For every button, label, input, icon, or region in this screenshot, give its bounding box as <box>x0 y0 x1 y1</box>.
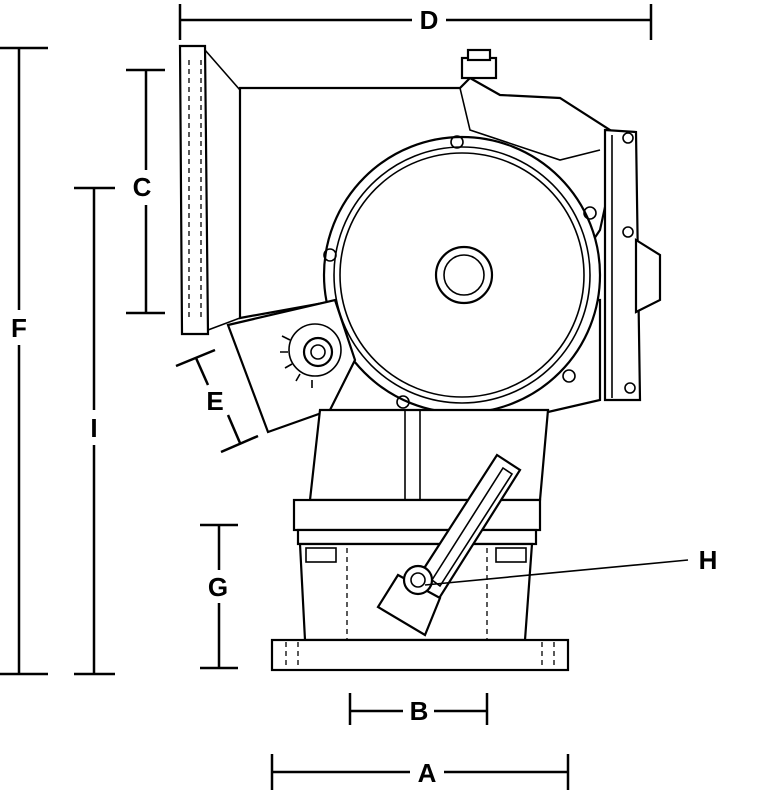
label-g: G <box>208 572 228 602</box>
dimension-e: E <box>175 348 259 454</box>
label-c: C <box>133 172 152 202</box>
label-b: B <box>410 696 429 726</box>
label-e: E <box>206 386 223 416</box>
base-flange <box>270 638 570 672</box>
callout-h: H <box>424 545 718 586</box>
stem <box>308 408 550 502</box>
top-fitting <box>460 48 498 80</box>
side-cover <box>603 128 662 402</box>
main-housing <box>322 135 602 415</box>
dimension-c: C <box>126 68 165 315</box>
label-i: I <box>90 413 97 443</box>
dimension-g: G <box>200 523 238 670</box>
lever-arm <box>376 453 522 637</box>
dimension-i: I <box>74 186 115 676</box>
device-illustration <box>178 44 662 672</box>
label-f: F <box>11 313 27 343</box>
dimension-b: B <box>348 693 489 726</box>
dimension-f: F <box>0 46 48 676</box>
dimension-a: A <box>270 754 570 790</box>
adjuster-bracket <box>226 298 357 434</box>
inlet-flange <box>178 44 241 336</box>
dimension-d: D <box>178 4 653 40</box>
label-d: D <box>420 5 439 35</box>
label-a: A <box>418 758 437 788</box>
mid-flange <box>292 498 542 546</box>
label-h: H <box>699 545 718 575</box>
